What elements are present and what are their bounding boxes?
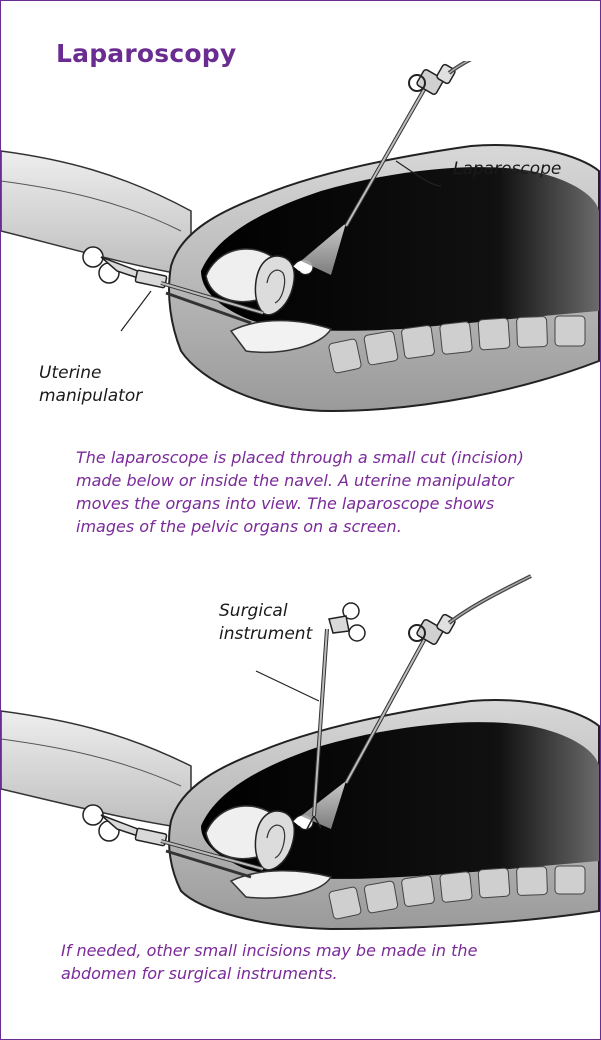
caption-line: made below or inside the navel. A uterin… [76,469,514,492]
caption-line: The laparoscope is placed through a smal… [76,446,524,469]
caption-line: abdomen for surgical instruments. [61,962,338,985]
caption-line: If needed, other small incisions may be … [61,939,477,962]
laparoscope-label: Laparoscope [453,159,561,180]
uterine-manipulator-label-line1: Uterine [39,363,102,384]
caption-line: images of the pelvic organs on a screen. [76,515,402,538]
surgical-instrument-label-line1: Surgical [219,601,288,622]
caption-line: moves the organs into view. The laparosc… [76,492,494,515]
uterine-manipulator-label-line2: manipulator [39,386,142,407]
surgical-instrument-label-line2: instrument [219,624,312,645]
